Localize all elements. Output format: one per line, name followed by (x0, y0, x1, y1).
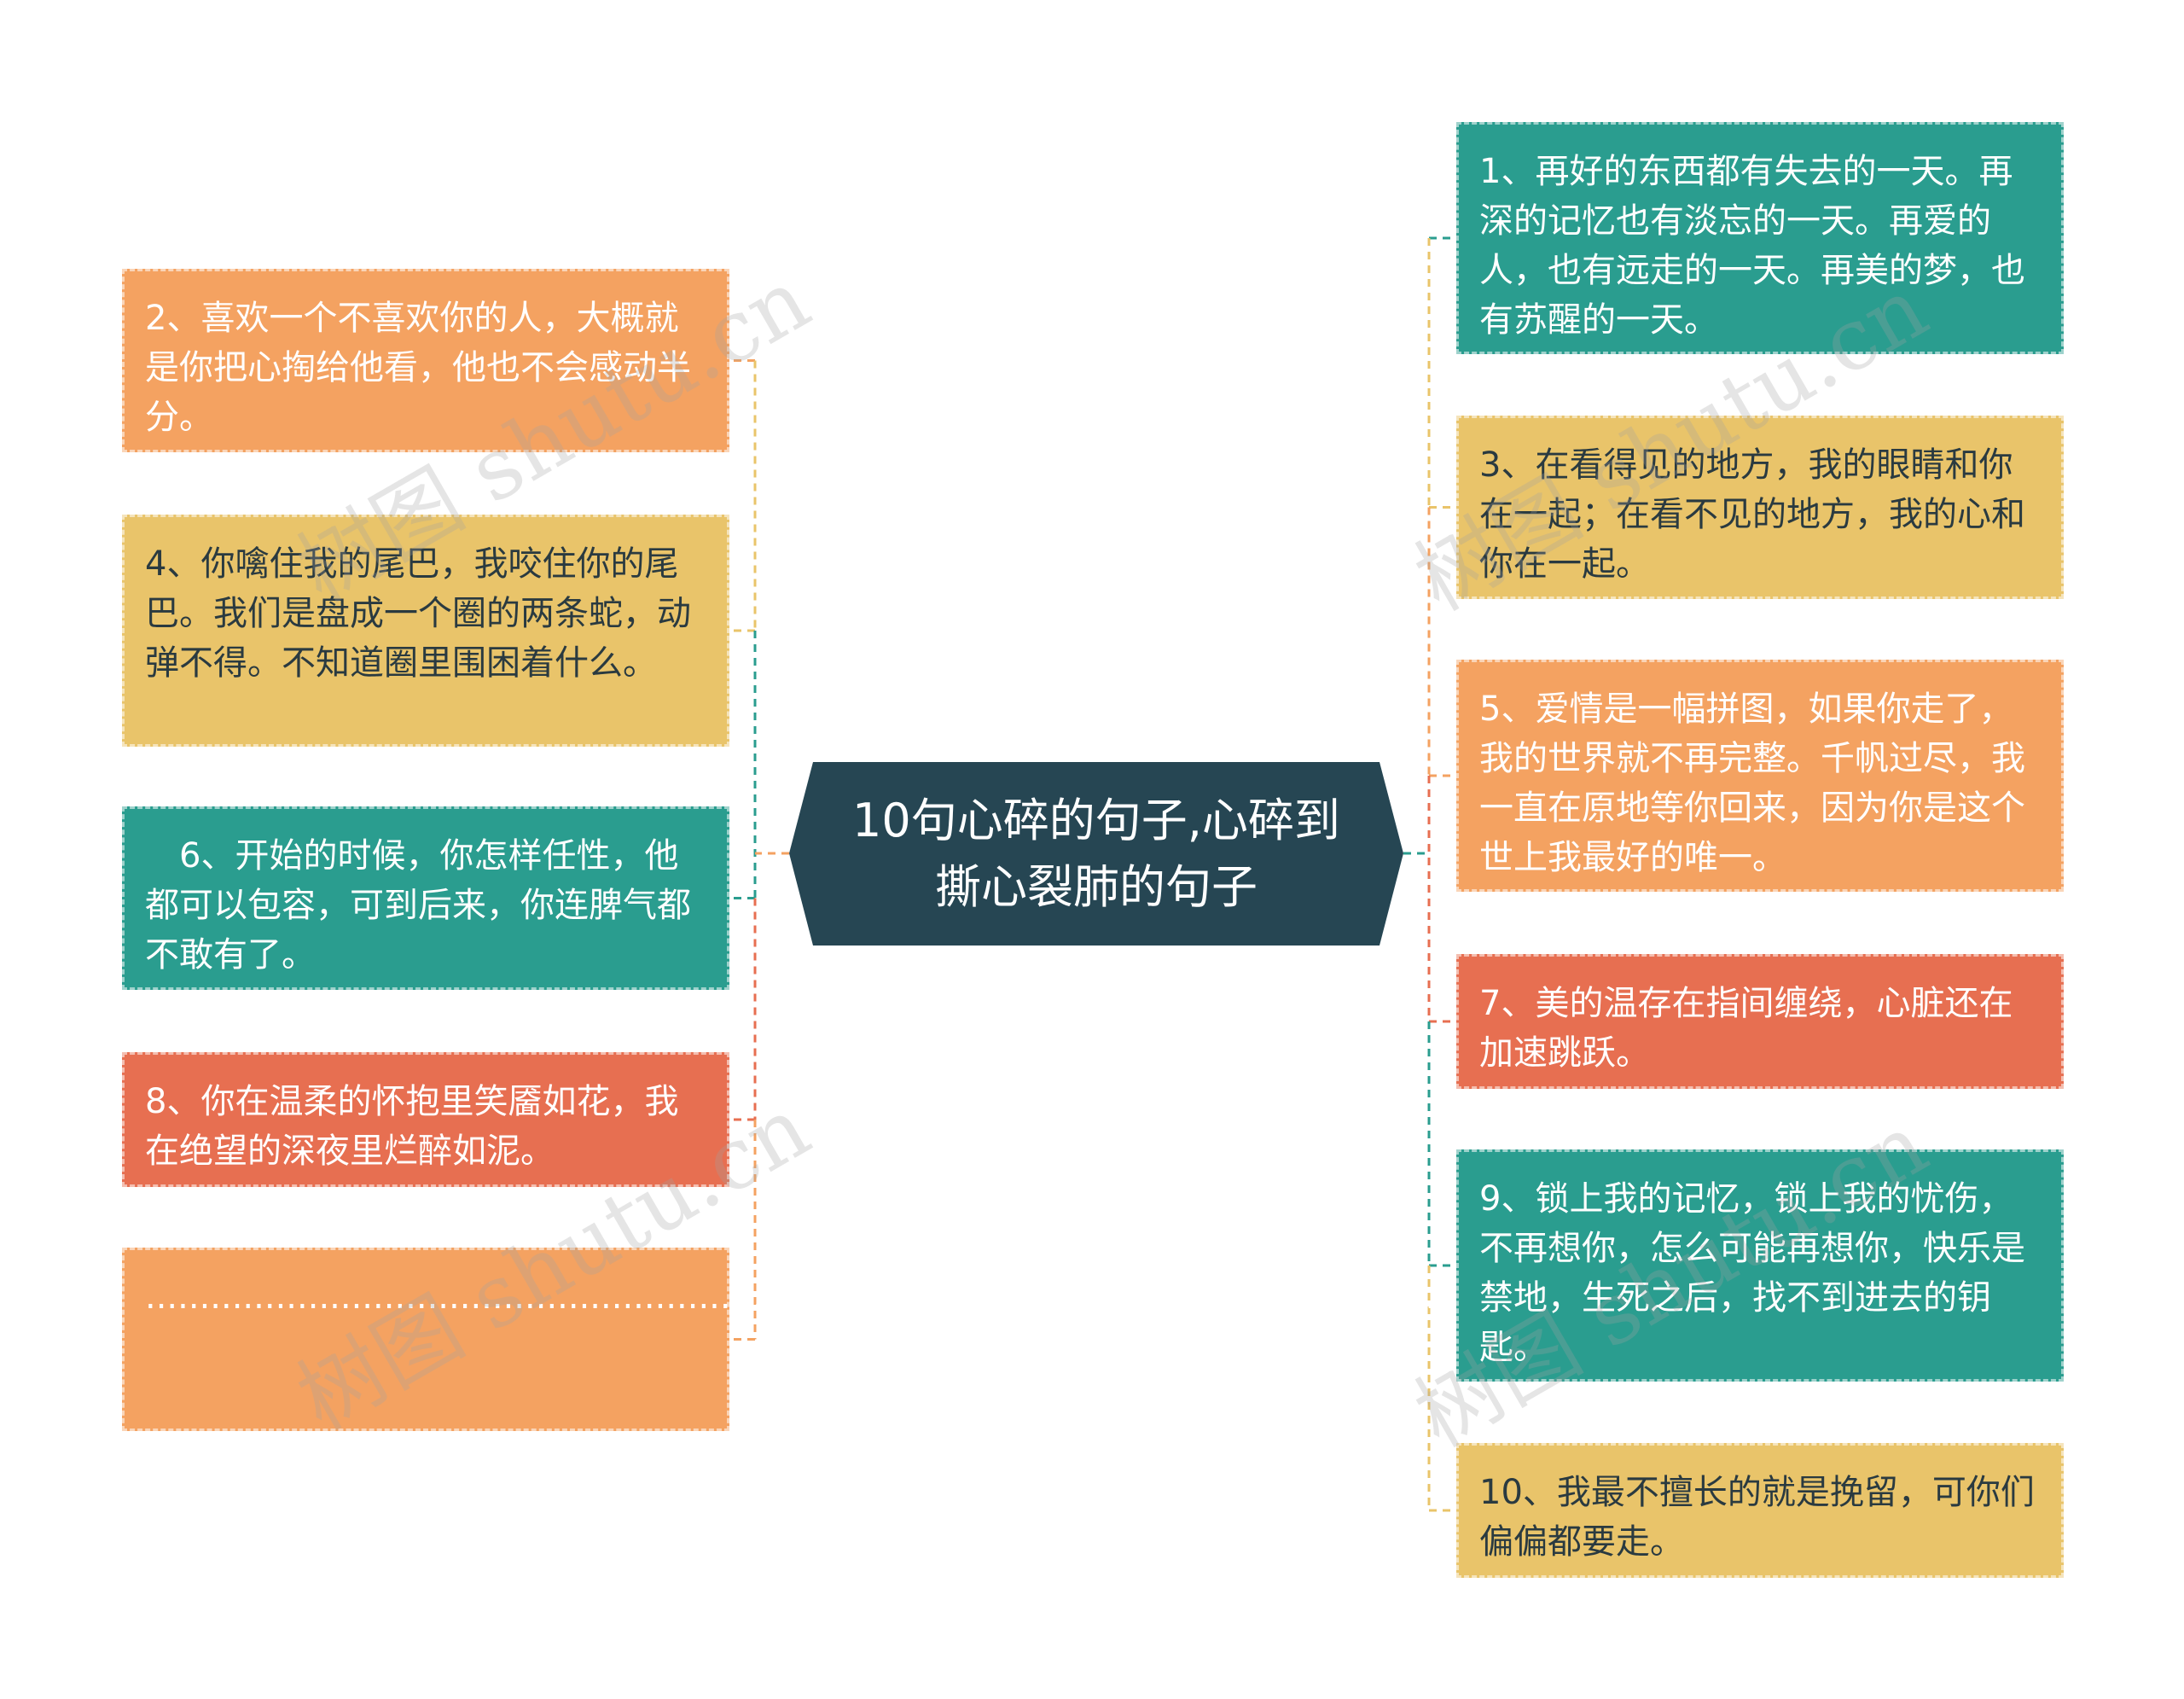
left-topic-label: 4、你噙住我的尾巴，我咬住你的尾巴。我们是盘成一个圈的两条蛇，动弹不得。不知道圈… (145, 544, 691, 683)
right-topic-label: 5、爱情是一幅拼图，如果你走了，我的世界就不再完整。千帆过尽，我一直在原地等你回… (1479, 689, 2025, 877)
right-topic-3[interactable]: 5、爱情是一幅拼图，如果你走了，我的世界就不再完整。千帆过尽，我一直在原地等你回… (1456, 660, 2064, 892)
central-topic-label: 10句心碎的句子,心碎到撕心裂肺的句子 (852, 793, 1340, 914)
left-topic-label: 8、你在温柔的怀抱里笑靥如花，我在绝望的深夜里烂醉如泥。 (145, 1082, 679, 1171)
left-topic-5[interactable]: ........................................… (122, 1248, 2032, 1431)
central-topic-shape (789, 762, 1403, 946)
right-topic-5[interactable]: 9、锁上我的记忆，锁上我的忧伤，不再想你，怎么可能再想你，快乐是禁地，生死之后，… (1456, 1149, 2064, 1382)
right-topic-label: 3、在看得见的地方，我的眼睛和你在一起；在看不见的地方，我的心和你在一起。 (1479, 445, 2025, 584)
right-topic-6[interactable]: 10、我最不擅长的就是挽留，可你们偏偏都要走。 (1456, 1443, 2064, 1578)
left-topic-4[interactable]: 8、你在温柔的怀抱里笑靥如花，我在绝望的深夜里烂醉如泥。 (122, 1052, 729, 1187)
right-topic-2[interactable]: 3、在看得见的地方，我的眼睛和你在一起；在看不见的地方，我的心和你在一起。 (1456, 416, 2064, 599)
left-topic-label: 6、开始的时候，你怎样任性，他都可以包容，可到后来，你连脾气都不敢有了。 (145, 836, 691, 975)
left-topic-1[interactable]: 2、喜欢一个不喜欢你的人，大概就是你把心掏给他看，他也不会感动半分。 (122, 269, 729, 452)
central-topic[interactable]: 10句心碎的句子,心碎到撕心裂肺的句子 (789, 762, 1403, 946)
right-topic-label: 9、锁上我的记忆，锁上我的忧伤，不再想你，怎么可能再想你，快乐是禁地，生死之后，… (1479, 1179, 2025, 1367)
left-topic-label: 2、喜欢一个不喜欢你的人，大概就是你把心掏给他看，他也不会感动半分。 (145, 299, 691, 437)
right-topic-label: 1、再好的东西都有失去的一天。再深的记忆也有淡忘的一天。再爱的人，也有远走的一天… (1479, 152, 2025, 340)
right-topic-label: 7、美的温存在指间缠绕，心脏还在加速跳跃。 (1479, 984, 2013, 1073)
right-topic-label: 10、我最不擅长的就是挽留，可你们偏偏都要走。 (1479, 1473, 2035, 1562)
right-topic-4[interactable]: 7、美的温存在指间缠绕，心脏还在加速跳跃。 (1456, 954, 2064, 1089)
left-topic-3[interactable]: 6、开始的时候，你怎样任性，他都可以包容，可到后来，你连脾气都不敢有了。 (122, 806, 729, 990)
right-topic-1[interactable]: 1、再好的东西都有失去的一天。再深的记忆也有淡忘的一天。再爱的人，也有远走的一天… (1456, 122, 2064, 354)
left-topic-2[interactable]: 4、你噙住我的尾巴，我咬住你的尾巴。我们是盘成一个圈的两条蛇，动弹不得。不知道圈… (122, 515, 729, 747)
